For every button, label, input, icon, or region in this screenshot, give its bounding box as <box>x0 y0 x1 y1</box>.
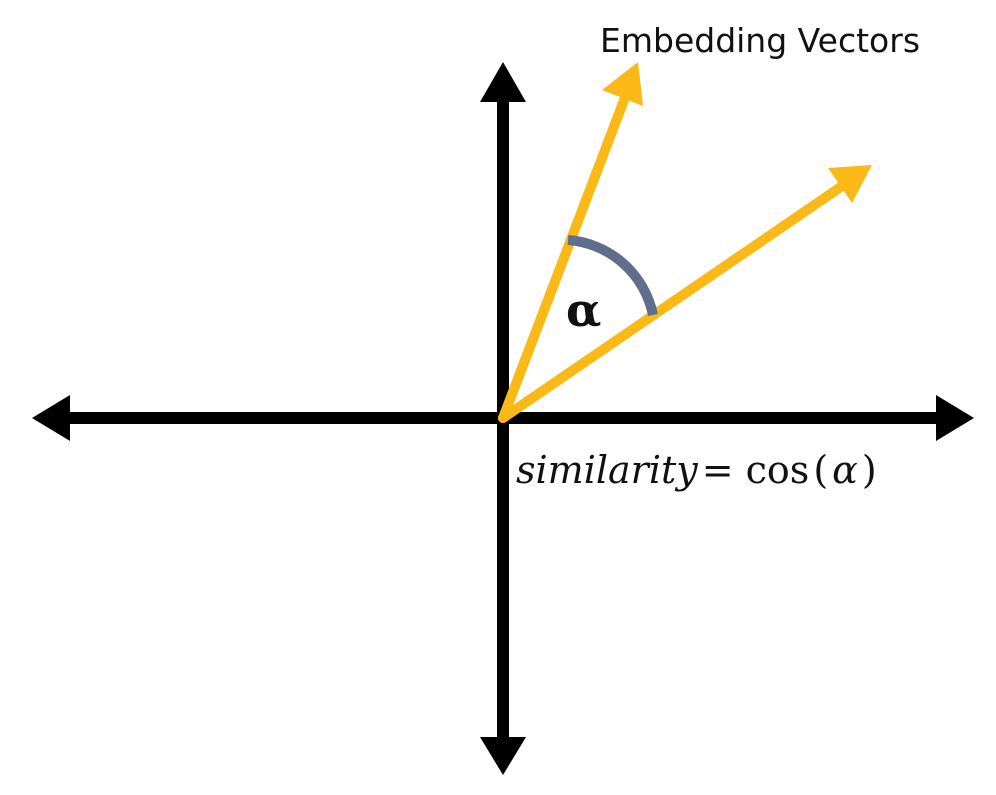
formula-alpha: α <box>832 448 858 492</box>
formula-cos: cos <box>746 448 810 492</box>
vector-b <box>498 177 853 423</box>
angle-arc <box>567 235 658 317</box>
y-axis-top-arrowhead-icon <box>480 62 526 102</box>
vector-a <box>498 90 631 423</box>
similarity-formula: similarity = cos ( α ) <box>516 448 877 492</box>
x-axis-left-arrowhead-icon <box>32 395 70 441</box>
formula-equals: = <box>702 448 746 492</box>
formula-close-paren: ) <box>862 448 877 492</box>
formula-lhs: similarity <box>516 448 698 492</box>
vector-b-arrowhead-icon <box>828 165 872 203</box>
vector-a-arrowhead-icon <box>602 62 643 106</box>
y-axis-bottom-arrowhead-icon <box>480 737 526 775</box>
embedding-vectors <box>498 62 872 423</box>
embedding-vectors-title: Embedding Vectors <box>600 21 920 60</box>
angle-alpha-label: α <box>566 283 601 337</box>
x-axis-right-arrowhead-icon <box>936 395 974 441</box>
formula-open-paren: ( <box>813 448 828 492</box>
